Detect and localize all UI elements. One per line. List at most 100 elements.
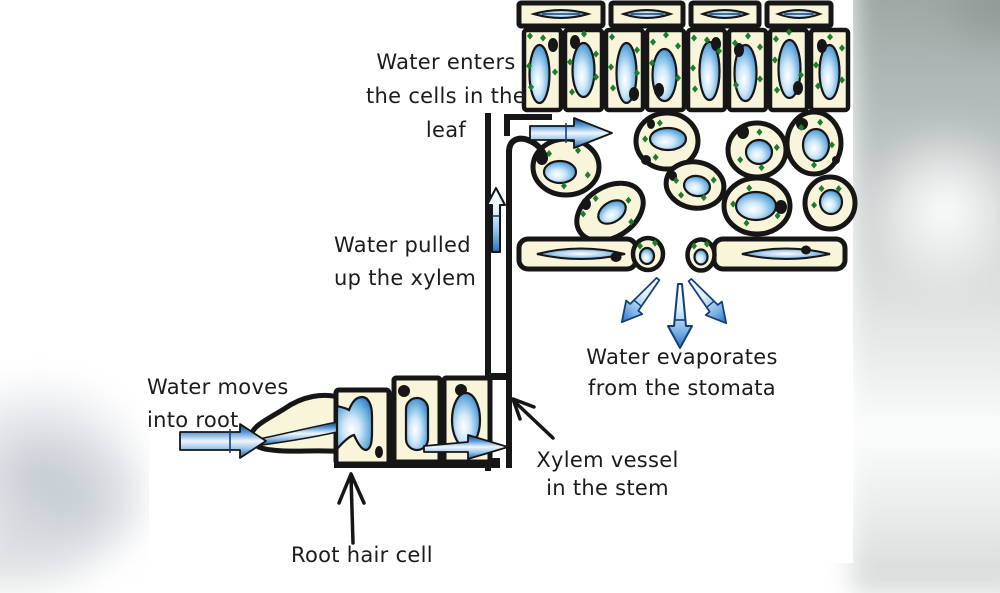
chloroplast	[569, 88, 575, 96]
chloroplast	[575, 146, 581, 155]
label-line: into root	[147, 408, 239, 432]
xylem-vessel	[485, 113, 552, 471]
label-line: Water pulled	[334, 233, 471, 257]
chloroplast	[634, 46, 640, 54]
chloroplast	[811, 161, 817, 169]
chloroplast	[592, 194, 599, 203]
nucleus	[641, 155, 651, 165]
chloroplast	[560, 182, 567, 190]
chloroplast	[567, 58, 573, 66]
chloroplast	[637, 242, 643, 250]
vacuole	[744, 138, 774, 166]
vacuole	[733, 43, 758, 103]
chloroplast	[642, 135, 649, 143]
chloroplast	[673, 176, 680, 185]
chloroplast	[675, 42, 681, 50]
water-up-arrow-xylem	[486, 187, 506, 253]
chloroplast	[817, 118, 824, 126]
label-line: Water enters	[376, 50, 516, 74]
leaf-lower-epidermis-stoma	[516, 235, 848, 273]
label-line: Water evaporates	[586, 345, 778, 369]
chloroplast	[546, 149, 553, 158]
label-water-enters: Water enters the cells in the leaf	[356, 45, 536, 147]
chloroplast	[656, 119, 663, 127]
chloroplast	[818, 184, 825, 193]
water-arrow-root-to-xylem	[423, 434, 509, 460]
chloroplast	[527, 32, 533, 40]
chloroplast	[649, 59, 655, 67]
chloroplast	[691, 34, 697, 42]
vacuole	[597, 199, 627, 225]
water-arrow-into-leaf	[529, 117, 613, 149]
vacuole	[648, 126, 688, 152]
chloroplast	[827, 33, 833, 41]
label-line: Root hair cell	[291, 543, 433, 567]
chloroplast	[839, 76, 845, 84]
label-line: the cells in the	[366, 84, 526, 108]
nucleus	[581, 198, 591, 210]
chloroplast	[758, 163, 765, 172]
label-line: Water moves	[147, 375, 289, 399]
chloroplast	[710, 176, 717, 184]
nucleus	[737, 125, 749, 139]
chloroplast	[690, 64, 696, 72]
transpiration-diagram	[179, 0, 858, 545]
leaf-palisade-layer	[521, 27, 851, 113]
chloroplast	[773, 143, 780, 152]
chloroplast	[540, 34, 546, 42]
chloroplast	[652, 153, 659, 161]
label-water-pulled: Water pulled up the xylem	[334, 229, 476, 295]
chloroplast	[593, 50, 599, 58]
vacuole	[528, 43, 551, 105]
chloroplast	[786, 28, 792, 36]
chloroplast	[704, 240, 710, 248]
chloroplast	[652, 239, 658, 247]
chloroplast	[678, 191, 685, 199]
vacuole	[818, 188, 844, 216]
chloroplast	[634, 69, 640, 77]
chloroplast	[625, 196, 632, 204]
vacuole	[698, 40, 721, 102]
leaf-upper-epidermis	[516, 0, 834, 29]
chloroplast	[700, 193, 707, 202]
chloroplast	[773, 35, 779, 43]
chloroplast	[608, 63, 614, 71]
chloroplast	[628, 218, 635, 226]
water-arrow-into-root	[179, 423, 267, 459]
chloroplast	[798, 123, 805, 132]
chloroplast	[757, 75, 763, 83]
label-line: up the xylem	[334, 266, 477, 290]
root-cells	[248, 373, 510, 468]
chloroplast	[593, 73, 599, 81]
chloroplast	[774, 86, 780, 94]
chloroplast	[730, 200, 737, 208]
chloroplast	[609, 33, 615, 41]
chloroplast	[813, 61, 819, 69]
xylem-label-pointer-arrow	[511, 397, 555, 440]
chloroplast	[650, 38, 656, 46]
chloroplast	[704, 36, 710, 44]
chloroplast	[757, 43, 763, 51]
label-water-moves: Water moves into root	[147, 371, 289, 437]
chloroplast	[798, 71, 804, 79]
nucleus	[629, 87, 639, 101]
vacuole	[571, 41, 596, 99]
chloroplast	[732, 39, 738, 47]
leaf-spongy-mesophyll	[530, 109, 858, 244]
chloroplast	[584, 171, 591, 179]
chloroplast	[745, 32, 751, 40]
chloroplast	[746, 184, 753, 192]
chloroplast	[528, 83, 534, 91]
label-line: in the stem	[546, 476, 669, 500]
chloroplast	[675, 74, 681, 82]
label-xylem-vessel: Xylem vessel in the stem	[520, 446, 695, 502]
nucleus	[817, 39, 827, 53]
nucleus	[647, 119, 655, 129]
chloroplast	[610, 84, 616, 92]
chloroplast	[691, 242, 697, 250]
chloroplast	[733, 81, 739, 89]
vacuole	[734, 190, 778, 222]
chloroplast	[737, 156, 744, 164]
chloroplast	[581, 30, 587, 38]
label-line: leaf	[425, 118, 467, 142]
